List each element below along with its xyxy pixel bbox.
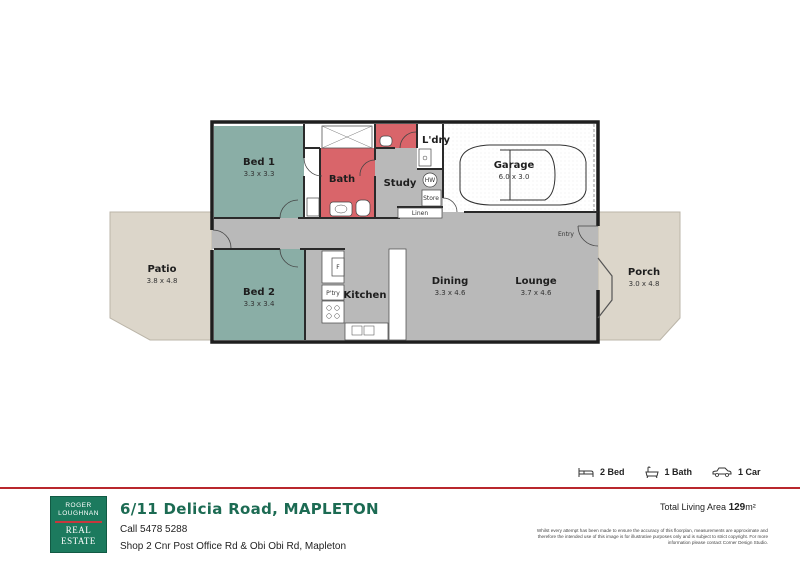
room-name-study: Study (384, 178, 417, 189)
disclaimer-text: Whilst every attempt has been made to en… (536, 528, 768, 545)
label-store: Store (423, 195, 439, 202)
room-dim-bed2: 3.3 x 3.4 (244, 300, 275, 308)
garage-floor (443, 124, 595, 212)
stat-cars-label: 1 Car (738, 467, 761, 477)
property-stats: 2 Bed 1 Bath 1 Car (578, 466, 761, 478)
room-name-bed1: Bed 1 (243, 157, 275, 168)
room-dim-porch: 3.0 x 4.8 (629, 280, 660, 288)
room-name-patio: Patio (148, 264, 177, 275)
label-hw: HW (425, 177, 436, 184)
room-name-kitchen: Kitchen (344, 290, 387, 301)
room-name-porch: Porch (628, 267, 660, 278)
logo-bar (55, 521, 102, 523)
agency-logo: ROGER LOUGHNAN REAL ESTATE (50, 496, 107, 553)
room-name-dining: Dining (432, 276, 469, 287)
area-value: 129 (728, 502, 746, 513)
divider-line (0, 487, 800, 489)
room-dim-patio: 3.8 x 4.8 (147, 277, 178, 285)
stat-beds-label: 2 Bed (600, 467, 625, 477)
room-dim-garage: 6.0 x 3.0 (499, 173, 530, 181)
stat-beds: 2 Bed (578, 466, 625, 478)
logo-line3: REAL (65, 525, 92, 535)
exterior-walls (210, 120, 600, 344)
area-label: Total Living Area (660, 502, 727, 512)
logo-line4: ESTATE (61, 536, 96, 546)
bed-icon (578, 467, 594, 477)
stat-baths: 1 Bath (644, 466, 693, 478)
room-dim-dining: 3.3 x 4.6 (435, 289, 466, 297)
agency-address: Shop 2 Cnr Post Office Rd & Obi Obi Rd, … (120, 541, 347, 552)
bath-icon (644, 466, 659, 478)
label-linen: Linen (412, 210, 429, 217)
patio-area (109, 211, 213, 341)
label-entry: Entry (558, 231, 574, 238)
room-name-bath: Bath (329, 174, 355, 185)
total-living-area: Total Living Area 129m² (660, 502, 756, 513)
room-dim-lounge: 3.7 x 4.6 (521, 289, 552, 297)
car-outline-icon (459, 144, 587, 206)
room-name-bed2: Bed 2 (243, 287, 275, 298)
property-address: 6/11 Delicia Road, MAPLETON (120, 500, 379, 518)
car-icon (712, 467, 732, 477)
logo-line1: ROGER (65, 502, 92, 509)
interior-walls (214, 124, 598, 340)
room-name-ldry: L'dry (422, 135, 451, 146)
room-dim-bed1: 3.3 x 3.3 (244, 170, 275, 178)
bed2-floor (214, 249, 305, 340)
label-fridge: F (336, 264, 340, 271)
stat-cars: 1 Car (712, 466, 761, 478)
floor-plan: Bed 1 3.3 x 3.3 Bath L'dry Study Garage … (109, 120, 681, 344)
room-name-lounge: Lounge (515, 276, 557, 287)
entry-floor (443, 212, 598, 218)
label-pantry: P'try (326, 290, 340, 297)
room-name-garage: Garage (494, 160, 535, 171)
stat-baths-label: 1 Bath (664, 467, 693, 477)
agency-phone: Call 5478 5288 (120, 524, 188, 535)
logo-line2: LOUGHNAN (58, 510, 99, 517)
area-unit: m² (745, 502, 756, 512)
